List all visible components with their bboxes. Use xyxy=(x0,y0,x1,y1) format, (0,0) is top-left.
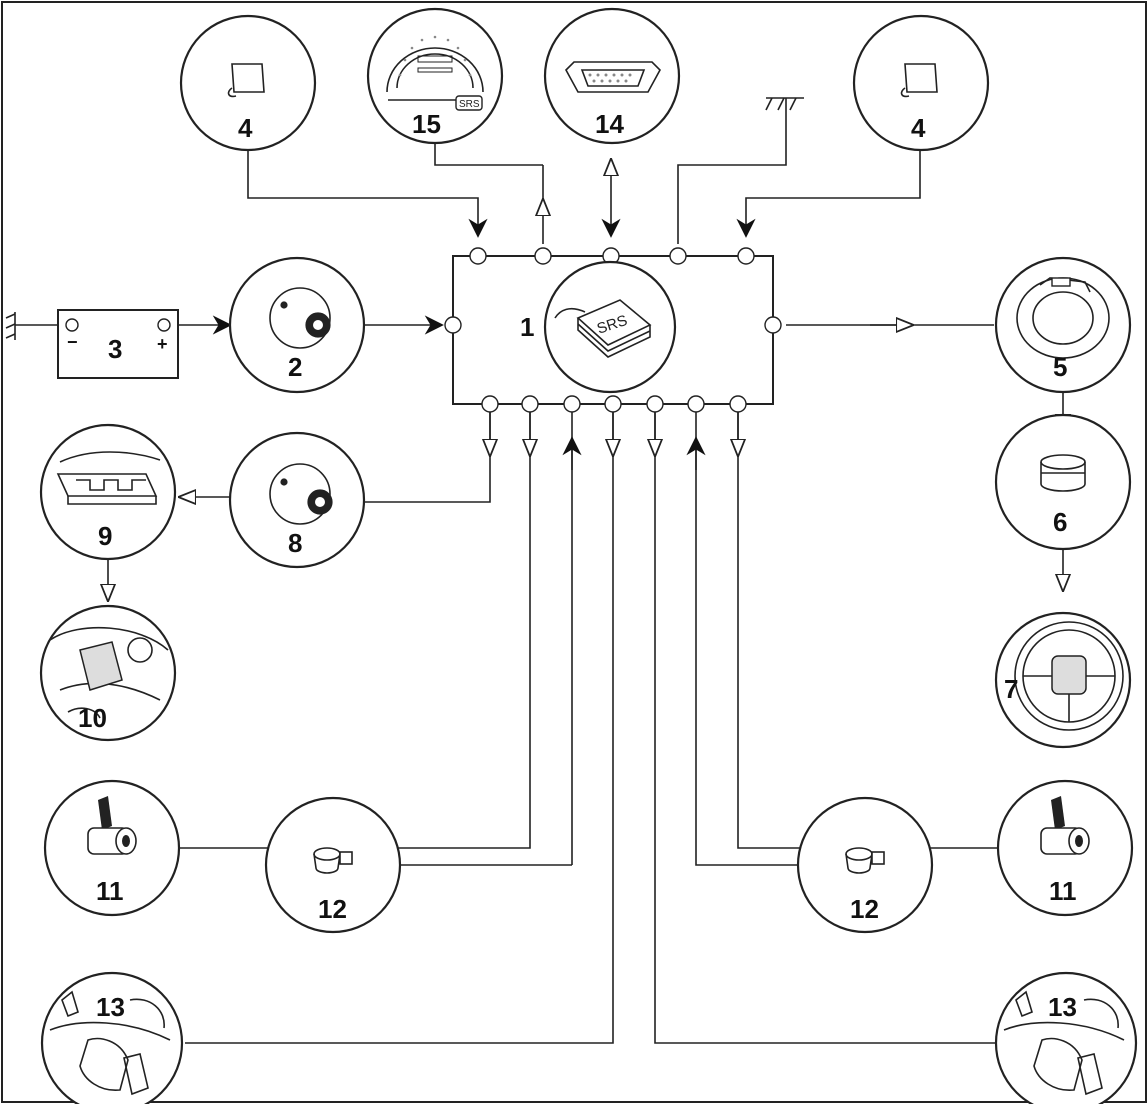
passenger-airbag: 10 xyxy=(39,604,177,742)
wire-ground xyxy=(677,98,787,244)
battery: − + 3 xyxy=(57,309,179,379)
pretensioner-left: 11 xyxy=(43,779,181,917)
seatbelt-pretensioner-icon xyxy=(87,796,137,855)
label-1: 1 xyxy=(520,312,534,342)
ecu-pin xyxy=(729,395,747,413)
label-12-right: 12 xyxy=(850,894,879,924)
wire-passenger-switch xyxy=(364,412,491,503)
impact-sensor-icon xyxy=(900,63,938,98)
ecu-pin xyxy=(764,316,782,334)
speedometer-icon: SRS xyxy=(386,35,484,111)
ecu-pin xyxy=(604,395,622,413)
sensor-left: 4 xyxy=(179,14,317,152)
seatbelt-pretensioner-icon xyxy=(1040,796,1090,855)
cluster-srs-badge: SRS xyxy=(459,99,480,110)
key-switch-icon xyxy=(269,463,333,525)
airbag-module: 6 xyxy=(994,413,1132,551)
label-2: 2 xyxy=(288,352,302,382)
label-6: 6 xyxy=(1053,507,1067,537)
clock-spring-icon xyxy=(1016,277,1110,359)
label-5: 5 xyxy=(1053,352,1067,382)
passenger-airbag-unit: 9 xyxy=(39,423,177,561)
label-4-left: 4 xyxy=(238,113,253,143)
label-4-right: 4 xyxy=(911,113,926,143)
airbag-unit-icon xyxy=(56,451,161,505)
wire-sensor4-right xyxy=(736,148,921,238)
steering-wheel-icon xyxy=(1014,621,1124,731)
wire-side-airbag-left xyxy=(185,412,614,1044)
ecu-pin xyxy=(646,395,664,413)
ecu-pin xyxy=(687,395,705,413)
side-sensor-icon xyxy=(845,847,885,874)
ecu-pin xyxy=(444,316,462,334)
ignition-switch: 2 xyxy=(228,256,366,394)
side-sensor-right: 12 xyxy=(796,796,934,934)
airbag-module-icon xyxy=(1040,454,1086,492)
battery-plus: + xyxy=(157,334,168,354)
diagnostic-connector: 14 xyxy=(543,7,681,145)
clock-spring: 5 xyxy=(994,256,1132,394)
side-sensor-left: 12 xyxy=(264,796,402,934)
label-8: 8 xyxy=(288,528,302,558)
label-14: 14 xyxy=(595,109,624,139)
label-10: 10 xyxy=(78,703,107,733)
label-12-left: 12 xyxy=(318,894,347,924)
sensor-right: 4 xyxy=(852,14,990,152)
ecu-pin xyxy=(534,247,552,265)
label-11-left: 11 xyxy=(96,876,124,906)
ecu-pin xyxy=(469,247,487,265)
ecu-pin xyxy=(481,395,499,413)
label-3: 3 xyxy=(108,334,122,364)
label-11-right: 11 xyxy=(1049,876,1077,906)
ecu-pin xyxy=(737,247,755,265)
steering-wheel: 7 xyxy=(994,611,1132,749)
passenger-switch: 8 xyxy=(228,431,366,569)
ground-symbol-battery xyxy=(5,312,16,340)
wire-side-sensor-right xyxy=(695,412,800,866)
label-13-right: 13 xyxy=(1048,992,1077,1022)
srs-control-unit: SRS 1 xyxy=(444,247,782,413)
obd-connector-icon xyxy=(565,61,661,93)
label-7: 7 xyxy=(1004,674,1018,704)
wire-cluster-a xyxy=(434,142,543,166)
side-sensor-icon xyxy=(313,847,353,874)
ecu-pin xyxy=(669,247,687,265)
dashboard-airbag-icon xyxy=(49,626,169,719)
pretensioner-right: 11 xyxy=(996,779,1134,917)
ecu-pin xyxy=(521,395,539,413)
wiring xyxy=(15,98,1063,1044)
wire-sensor4-left xyxy=(247,148,488,238)
instrument-cluster: SRS 15 xyxy=(366,7,504,145)
seat-side-airbag-icon xyxy=(1003,990,1125,1096)
wire-pretensioner-right xyxy=(737,412,998,849)
label-9: 9 xyxy=(98,521,112,551)
ground-symbol-top xyxy=(765,97,804,111)
side-airbag-left: 13 xyxy=(40,971,184,1104)
ignition-switch-icon xyxy=(269,287,331,349)
seat-side-airbag-icon xyxy=(49,990,171,1096)
ecu-pin xyxy=(563,395,581,413)
label-15: 15 xyxy=(412,109,441,139)
impact-sensor-icon xyxy=(227,63,265,98)
side-airbag-right: 13 xyxy=(994,971,1138,1104)
label-13-left: 13 xyxy=(96,992,125,1022)
wire-side-airbag-right xyxy=(654,412,998,1044)
battery-minus: − xyxy=(67,332,78,352)
